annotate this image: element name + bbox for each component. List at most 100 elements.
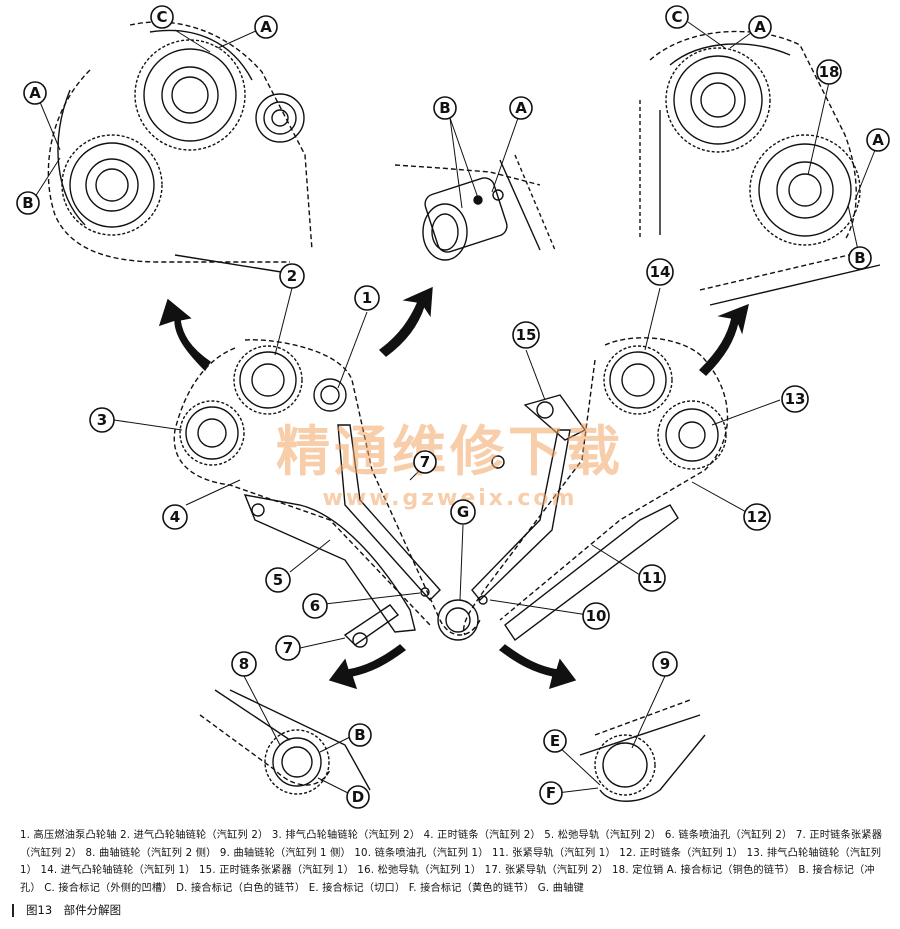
main-assembly xyxy=(173,337,729,648)
callout-B-tl: B xyxy=(16,191,40,215)
callout-B-bl: B xyxy=(348,723,372,747)
detail-top-middle xyxy=(394,154,556,261)
callout-C-tr: C xyxy=(665,5,689,29)
svg-text:14: 14 xyxy=(650,263,671,281)
exhaust-sprocket-bank2 xyxy=(179,400,245,466)
exhaust-sprocket-tr xyxy=(749,134,861,246)
svg-text:B: B xyxy=(354,726,365,744)
callout-D-bl: D xyxy=(346,785,370,809)
intake-sprocket-bank1 xyxy=(603,345,673,415)
tensioner-bank2 xyxy=(343,604,400,646)
callout-B-tr: B xyxy=(848,246,872,270)
svg-text:11: 11 xyxy=(642,569,663,587)
svg-text:8: 8 xyxy=(239,655,249,673)
detail-bottom-right xyxy=(579,699,706,802)
svg-text:10: 10 xyxy=(586,607,607,625)
svg-text:2: 2 xyxy=(287,267,297,285)
svg-text:1: 1 xyxy=(362,289,372,307)
callout-5: 5 xyxy=(265,567,291,593)
callout-1: 1 xyxy=(354,285,380,311)
parts-legend: 1. 高压燃油泵凸轮轴 2. 进气凸轮轴链轮（汽缸列 2） 3. 排气凸轮轴链轮… xyxy=(20,830,883,894)
tension-guide-bank1 xyxy=(504,504,679,642)
leader-lines xyxy=(34,21,876,795)
callout-4: 4 xyxy=(162,504,188,530)
svg-text:3: 3 xyxy=(97,411,107,429)
callout-E-br: E xyxy=(543,729,567,753)
svg-text:G: G xyxy=(457,503,469,521)
callout-A-tl-top: A xyxy=(254,15,278,39)
tensioner-guide-bank2 xyxy=(337,424,441,602)
svg-text:18: 18 xyxy=(819,63,840,81)
svg-text:5: 5 xyxy=(273,571,283,589)
callout-6: 6 xyxy=(302,593,328,619)
callout-14: 14 xyxy=(646,258,674,286)
tensioner-bore-tm xyxy=(422,203,468,261)
callout-A-tr-right: A xyxy=(866,128,890,152)
pump-cam-tl xyxy=(255,93,305,143)
intake-sprocket-tr xyxy=(665,47,771,153)
svg-text:A: A xyxy=(29,84,41,102)
callout-11: 11 xyxy=(638,564,666,592)
svg-text:D: D xyxy=(352,788,364,806)
svg-text:15: 15 xyxy=(516,326,537,344)
svg-text:A: A xyxy=(260,18,272,36)
svg-text:B: B xyxy=(439,99,450,117)
svg-text:12: 12 xyxy=(747,508,768,526)
intake-sprocket-bank2 xyxy=(233,345,303,415)
callout-A-tl-left: A xyxy=(23,81,47,105)
slack-guide-bank2 xyxy=(243,494,416,633)
crank-sprocket-bl xyxy=(264,729,330,795)
svg-text:B: B xyxy=(854,249,865,267)
figure-caption: 图13 部件分解图 xyxy=(12,902,121,918)
svg-text:13: 13 xyxy=(785,390,806,408)
exhaust-sprocket-bank1 xyxy=(657,400,727,470)
hp-pump-camshaft xyxy=(313,378,347,412)
figure-caption-text: 图13 部件分解图 xyxy=(26,903,122,917)
callout-F-br: F xyxy=(539,781,563,805)
crank-sprocket-br xyxy=(594,734,656,796)
svg-text:A: A xyxy=(872,131,884,149)
callout-10: 10 xyxy=(582,602,610,630)
callout-15: 15 xyxy=(512,321,540,349)
svg-text:7: 7 xyxy=(420,453,430,471)
callout-13: 13 xyxy=(781,385,809,413)
intake-sprocket-tl xyxy=(134,39,246,151)
tensioner-bank1 xyxy=(523,394,587,441)
callout-2: 2 xyxy=(279,263,305,289)
callout-3: 3 xyxy=(89,407,115,433)
svg-text:6: 6 xyxy=(310,597,320,615)
detail-top-right xyxy=(639,30,881,306)
slack-guide-bank1 xyxy=(471,429,571,602)
callout-8: 8 xyxy=(231,651,257,677)
callout-9: 9 xyxy=(652,651,678,677)
watermark: 精通维修下载 www.gzweix.com xyxy=(276,420,624,511)
svg-text:A: A xyxy=(754,18,766,36)
svg-text:F: F xyxy=(546,784,556,802)
svg-text:9: 9 xyxy=(660,655,670,673)
svg-text:A: A xyxy=(515,99,527,117)
detail-top-left xyxy=(47,21,313,276)
callout-A-tr-top: A xyxy=(748,15,772,39)
caption-bar xyxy=(12,903,14,917)
svg-text:E: E xyxy=(550,732,560,750)
svg-text:C: C xyxy=(671,8,682,26)
exhaust-sprocket-tl xyxy=(61,134,163,236)
watermark-url: www.gzweix.com xyxy=(323,486,578,511)
svg-text:4: 4 xyxy=(170,508,180,526)
callout-A-tm: A xyxy=(509,96,533,120)
callout-C-tl: C xyxy=(150,5,174,29)
callout-18: 18 xyxy=(816,59,842,85)
timing-chain-exploded-diagram: 精通维修下载 www.gzweix.com 1 2 3 4 5 6 7 7 8 … xyxy=(16,5,890,809)
watermark-title: 精通维修下载 xyxy=(276,420,624,483)
callout-7-watermark: 7 xyxy=(413,450,437,474)
direction-arrows xyxy=(158,286,749,690)
callout-12: 12 xyxy=(743,503,771,531)
callout-G-main: G xyxy=(450,499,476,525)
detail-bottom-left xyxy=(199,689,371,795)
callout-7-bank2: 7 xyxy=(275,635,301,661)
crankshaft-sprocket xyxy=(437,599,479,641)
callout-B-tm: B xyxy=(433,96,457,120)
svg-text:C: C xyxy=(156,8,167,26)
svg-text:B: B xyxy=(22,194,33,212)
svg-text:7: 7 xyxy=(283,639,293,657)
